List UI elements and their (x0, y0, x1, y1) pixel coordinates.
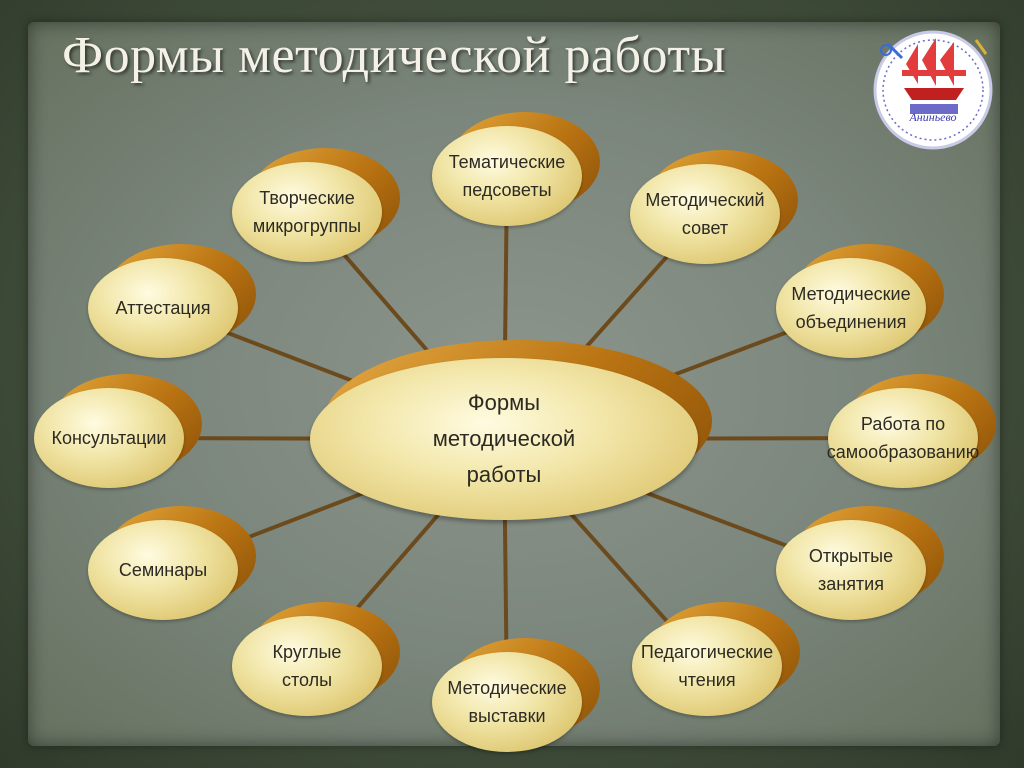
ship-logo-icon (873, 30, 993, 150)
node-label: Тематические педсоветы (412, 126, 602, 226)
node-label: Педагогические чтения (612, 616, 802, 716)
logo-text: Аниньево (909, 110, 957, 124)
node-face (34, 388, 184, 488)
node-face (232, 162, 382, 262)
node-line: Открытые (808, 546, 894, 566)
node-face (776, 258, 926, 358)
center-line: методической (432, 426, 576, 451)
school-logo: Аниньево (858, 24, 1008, 158)
node-otkrytye-zanyatiya: Открытые занятия (776, 506, 944, 620)
node-line: столы (281, 670, 333, 690)
node-line: Аттестация (115, 298, 211, 318)
center-node-face (310, 358, 698, 520)
node-line: Методические (791, 284, 911, 304)
node-face (776, 520, 926, 620)
node-line: самообразованию (826, 442, 980, 462)
node-line: занятия (817, 574, 884, 594)
node-seminary: Семинары (88, 506, 256, 620)
node-line: выставки (468, 706, 546, 726)
node-attestatsiya: Аттестация (88, 244, 256, 358)
node-metodicheskiy-sovet: Методический совет (630, 150, 798, 264)
node-metodicheskie-obedineniya: Методические объединения (776, 244, 944, 358)
node-label: Методический совет (610, 164, 800, 264)
node-line: Круглые (272, 642, 342, 662)
node-face (632, 616, 782, 716)
node-label: Творческие микрогруппы (212, 162, 402, 262)
node-face (630, 164, 780, 264)
node-metodicheskie-vystavki: Методические выставки (432, 638, 600, 752)
center-line: работы (466, 462, 542, 487)
node-line: Педагогические (640, 642, 774, 662)
node-kruglye-stoly: Круглые столы (232, 602, 400, 716)
node-label: Консультации (14, 388, 204, 488)
node-label: Круглые столы (212, 616, 402, 716)
node-line: педсоветы (462, 180, 552, 200)
node-konsultatsii: Консультации (34, 374, 202, 488)
node-label: Методические выставки (412, 652, 602, 752)
center-node-label: Формы методической работы (310, 358, 698, 520)
node-line: совет (681, 218, 729, 238)
node-line: объединения (795, 312, 907, 332)
node-face (232, 616, 382, 716)
node-tematicheskie-pedsovety: Тематические педсоветы (432, 112, 600, 226)
node-face (828, 388, 978, 488)
node-label: Открытые занятия (756, 520, 946, 620)
center-node: Формы методической работы (310, 340, 712, 520)
node-face (88, 520, 238, 620)
node-face (432, 126, 582, 226)
node-label: Работа по самообразованию (808, 388, 998, 488)
node-line: микрогруппы (252, 216, 362, 236)
node-label: Методические объединения (756, 258, 946, 358)
node-face (88, 258, 238, 358)
node-line: Консультации (51, 428, 167, 448)
node-face (432, 652, 582, 752)
center-line: Формы (467, 390, 541, 415)
slide-title: Формы методической работы (62, 27, 727, 84)
node-line: Семинары (118, 560, 208, 580)
node-label: Семинары (68, 520, 258, 620)
node-line: Творческие (259, 188, 355, 208)
node-line: Тематические (448, 152, 566, 172)
node-rabota-po-samoobrazovaniyu: Работа по самообразованию (827, 374, 996, 488)
node-line: Работа по (860, 414, 946, 434)
node-tvorcheskie-mikrogruppy: Творческие микрогруппы (232, 148, 400, 262)
node-pedagogicheskie-chteniya: Педагогические чтения (632, 602, 800, 716)
node-label: Аттестация (68, 258, 258, 358)
node-line: чтения (678, 670, 736, 690)
node-line: Методический (645, 190, 765, 210)
node-line: Методические (447, 678, 567, 698)
